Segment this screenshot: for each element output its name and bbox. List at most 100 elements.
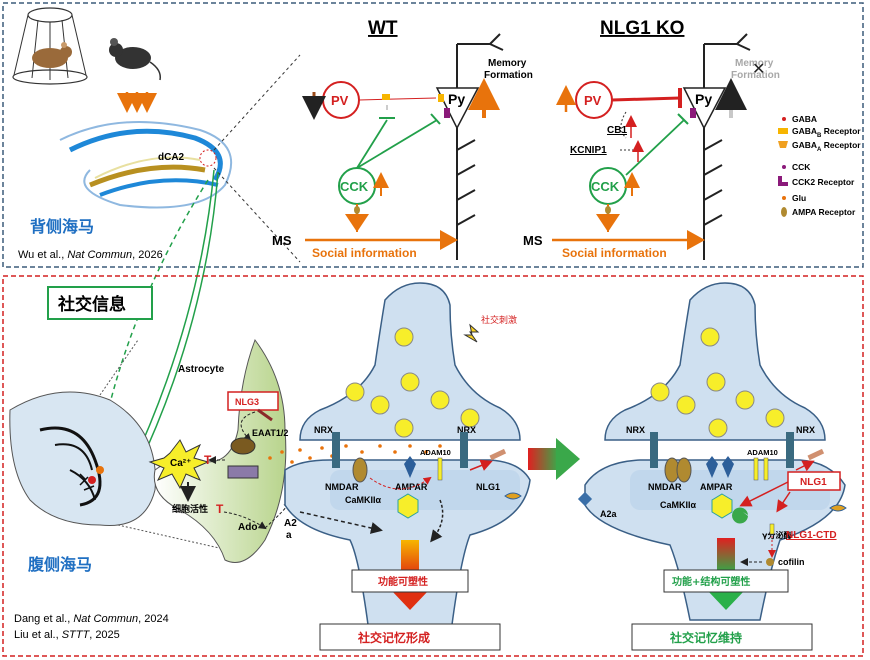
left-adam10-icon (437, 457, 443, 481)
wt-pv-label: PV (331, 93, 349, 108)
a2a-label-1: A2 (284, 518, 297, 529)
right-nrx-icon (650, 432, 658, 468)
vesicle (394, 327, 414, 347)
right-gradient-arrow-head (707, 590, 745, 610)
left-nlg1-label: NLG1 (476, 482, 500, 492)
right-ampar-icon (706, 456, 718, 478)
bottom-panel-frame (2, 275, 864, 657)
right-nlg1-label: NLG1 (800, 477, 827, 488)
mouse-cage-icon (12, 7, 88, 85)
wt-circuit: Py Memory Formation PV CCK MS Social inf… (272, 33, 533, 260)
left-nrx-icon (332, 432, 340, 468)
dorsal-hippocampus-label: 背侧海马 (30, 217, 94, 236)
vesicle (394, 418, 414, 438)
left-outcome-label: 社交记忆形成 (357, 630, 430, 645)
gamma-secretase-icon (732, 507, 748, 524)
calcium-burst-icon (148, 439, 210, 490)
left-nrx-label-1: NRX (314, 425, 333, 435)
legend: GABA GABAB Receptor GABAA Receptor CCK C… (778, 114, 861, 217)
left-camkii-label: CaMKIIα (345, 495, 382, 505)
right-spine-receptor-icon (829, 504, 847, 512)
right-cleave-arrow (795, 460, 815, 472)
ventral-hippocampus-icon (9, 391, 156, 527)
wt-py-label: Py (448, 91, 465, 107)
left-gradient-arrow-shaft (401, 540, 419, 576)
glutamate-dots (268, 444, 442, 464)
ko-social-info-label: Social information (562, 246, 667, 260)
vesicle (460, 408, 480, 428)
right-presynaptic-terminal (604, 282, 826, 441)
ko-ms-label: MS (523, 233, 543, 248)
vesicle (765, 408, 785, 428)
vesicle (676, 395, 696, 415)
activity-up-icon: T (216, 502, 224, 516)
right-a2a-label: A2a (600, 509, 618, 519)
zoom-line-top (213, 54, 301, 151)
vesicle (700, 327, 720, 347)
wt-formation-label: Formation (484, 70, 533, 81)
right-cleaved-fragment-icon (807, 448, 825, 461)
vesicle (650, 382, 670, 402)
ko-memory-label: Memory (735, 58, 774, 69)
right-nrx-label-1: NRX (626, 425, 645, 435)
left-cleaved-fragment-icon (489, 448, 507, 461)
projection-line (135, 171, 219, 473)
legend-cck-icon (782, 165, 786, 169)
bottom-citation-2: Liu et al., STTT, 2025 (14, 629, 120, 641)
nlg3-label: NLG3 (235, 397, 259, 407)
left-adam10-label: ADAM10 (420, 448, 451, 457)
legend-ampa-icon (781, 207, 787, 217)
wt-title: WT (368, 18, 398, 39)
legend-glu: Glu (792, 193, 806, 203)
wt-memory-label: Memory (488, 58, 527, 69)
right-nmdar-icon (676, 457, 692, 483)
ko-kcnip1-label: KCNIP1 (570, 145, 607, 156)
left-signal-arrow (369, 476, 432, 490)
left-camkii-icon (397, 493, 419, 519)
left-synapse: 社交刺激 NRX NRX ADAM10 NMDAR AMPAR CaMKIIα … (284, 282, 531, 651)
right-camkii-label: CaMKIIα (660, 500, 697, 510)
vesicle (400, 372, 420, 392)
zoom-line (99, 339, 139, 396)
left-nmdar-label: NMDAR (325, 482, 359, 492)
legend-glu-icon (782, 196, 786, 200)
stimulus-arrows-icon (117, 92, 157, 113)
right-adam10-icon (763, 457, 769, 481)
legend-cck2: CCK2 Receptor (792, 177, 855, 187)
left-nmdar-icon (352, 457, 368, 483)
right-plasticity-box (663, 569, 789, 593)
vesicle (708, 418, 728, 438)
ko-blocked-mark: ✕ (752, 61, 765, 78)
ko-cck-label: CCK (591, 179, 620, 194)
legend-gabaa-icon (778, 141, 788, 148)
ko-circuit: Py Memory Formation ✕ PV CB1 KCNIP1 CCK … (523, 33, 780, 260)
left-gradient-arrow-head (391, 590, 429, 610)
left-nrx-nlg-icon (460, 432, 468, 468)
right-ampar-icon (722, 456, 734, 478)
mouse-icon (109, 38, 162, 81)
legend-ampa: AMPA Receptor (792, 207, 856, 217)
ko-cb1-label: CB1 (607, 125, 627, 136)
right-adam10-label: ADAM10 (747, 448, 778, 457)
legend-cck: CCK (792, 162, 811, 172)
left-plasticity-label: 功能可塑性 (378, 575, 428, 588)
calcium-up-icon: T (204, 453, 212, 467)
dca2-label: dCA2 (158, 152, 185, 163)
social-info-title: 社交信息 (57, 294, 126, 315)
legend-gabab: GABAB Receptor (792, 126, 861, 139)
legend-cck2-icon (778, 176, 788, 186)
cofilin-label: cofilin (778, 557, 805, 567)
ado-arrow (223, 511, 267, 530)
left-spine-receptor-icon (504, 492, 522, 500)
dorsal-hippocampus-icon (59, 121, 233, 209)
gamma-secretase-label: γ分泌酶 (762, 530, 791, 540)
astrocyte-label: Astrocyte (178, 364, 225, 375)
right-nrx-nlg-icon (786, 432, 794, 468)
right-camkii-icon (711, 493, 733, 519)
vesicle (430, 390, 450, 410)
cell-activity-label: 细胞活性 (172, 503, 208, 515)
a2a-label-2: a (286, 530, 292, 541)
right-nrx-label-2: NRX (796, 425, 815, 435)
